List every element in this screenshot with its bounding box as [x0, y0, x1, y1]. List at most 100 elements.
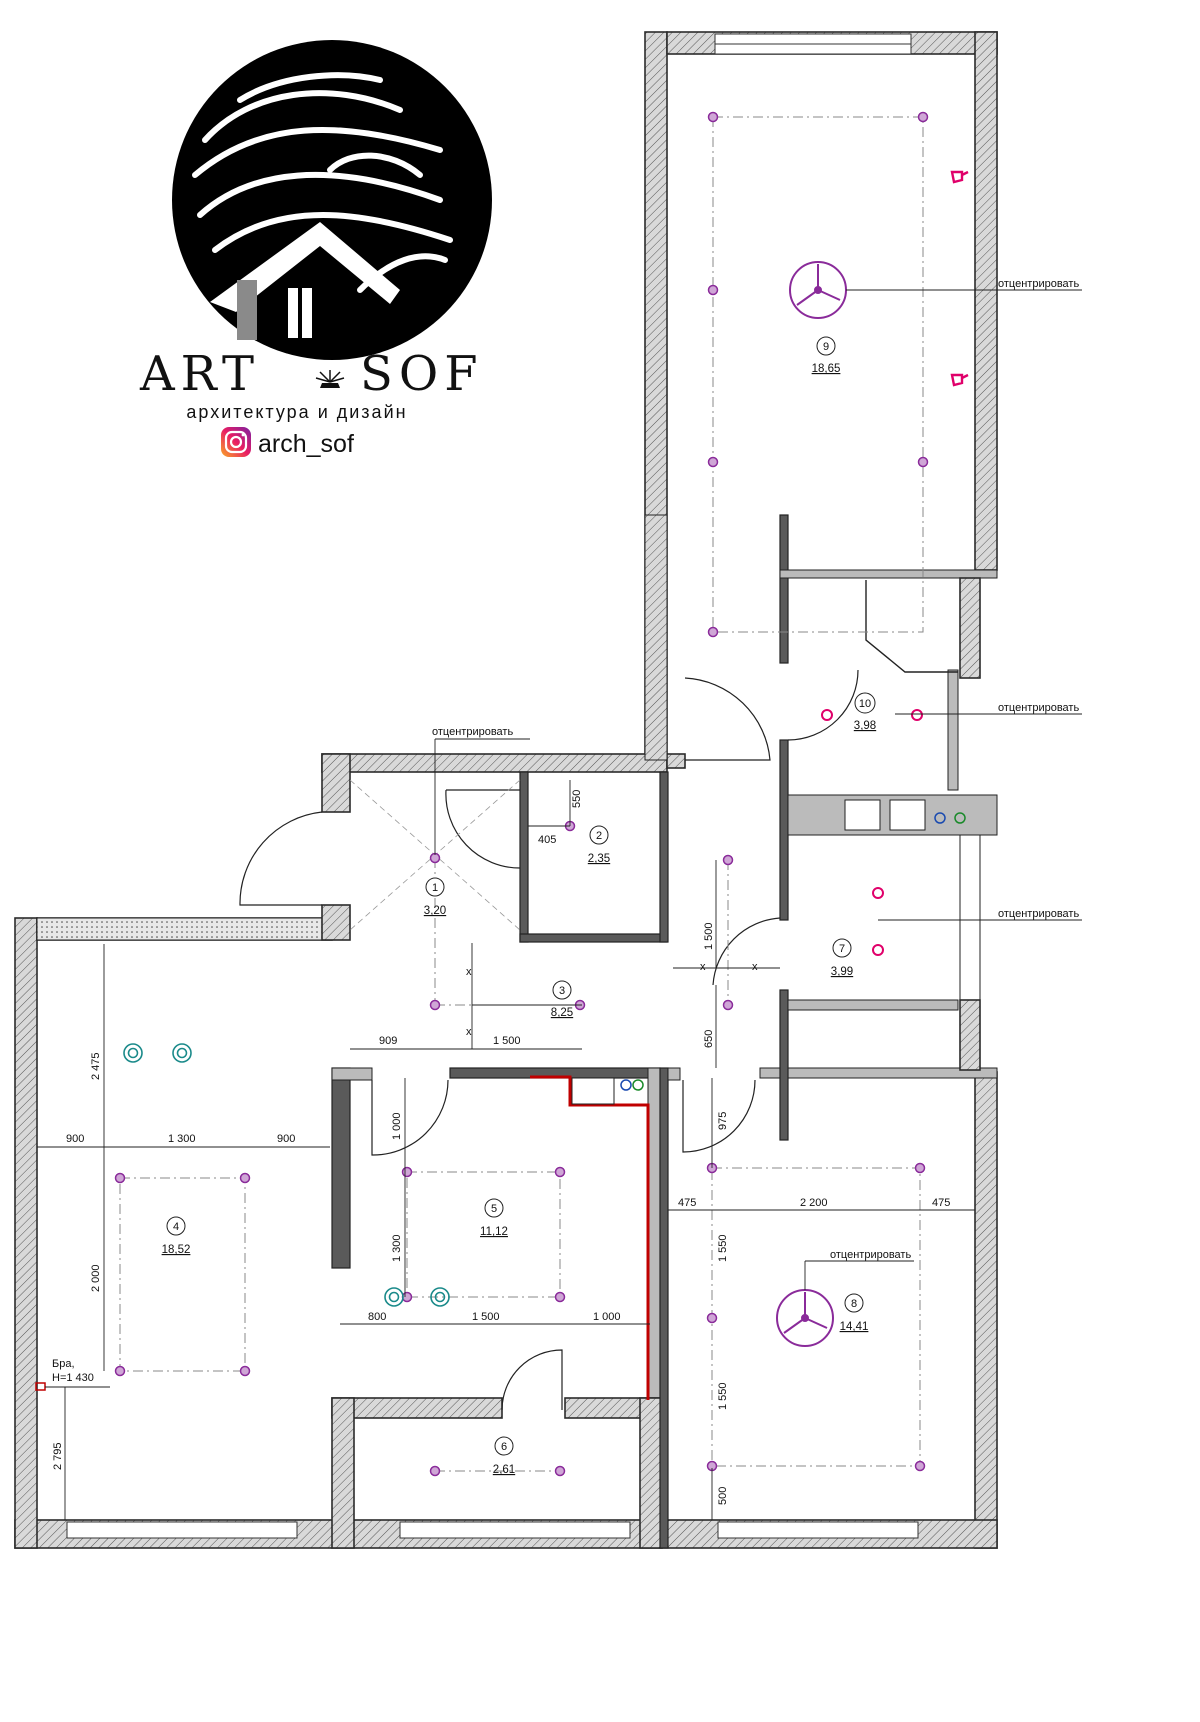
svg-text:475: 475 — [932, 1197, 950, 1209]
logo-chimney — [237, 280, 257, 340]
room-tag-3: 3 8,25 — [551, 980, 573, 1019]
svg-text:2,61: 2,61 — [493, 1464, 515, 1476]
svg-text:x: x — [466, 1026, 472, 1038]
spot-light-icon — [722, 999, 734, 1011]
svg-text:2,35: 2,35 — [588, 853, 610, 865]
svg-text:4: 4 — [173, 1221, 179, 1233]
logo-name-right: SOF — [360, 346, 484, 402]
sink — [571, 1077, 615, 1105]
wet-zone-light-icon — [911, 709, 923, 721]
spot-light-icon — [429, 1465, 441, 1477]
spot-light-icon — [239, 1365, 251, 1377]
room-tags: 1 3,20 2 2,35 3 8,25 4 18,52 5 11,12 6 2… — [162, 336, 876, 1476]
spot-light-icon — [554, 1291, 566, 1303]
logo-roof — [210, 222, 400, 312]
room-tag-2: 2 2,35 — [588, 825, 610, 865]
chandelier-icon — [776, 1289, 834, 1347]
spot-light-icon — [707, 111, 719, 123]
logo-name-left: ART — [139, 346, 260, 402]
spot-light-icon — [914, 1162, 926, 1174]
room-tag-6: 6 2,61 — [493, 1436, 515, 1476]
doors — [239, 669, 859, 1411]
room-tag-7: 7 3,99 — [831, 938, 853, 978]
svg-text:18,65: 18,65 — [812, 363, 841, 375]
spot-light-icon — [917, 111, 929, 123]
center-note: отцентрировать — [830, 1249, 911, 1261]
svg-text:2 475: 2 475 — [90, 1052, 102, 1080]
spot-light-icon — [707, 456, 719, 468]
window — [717, 1521, 919, 1539]
spot-light-icon — [914, 1460, 926, 1472]
svg-text:900: 900 — [277, 1133, 295, 1145]
svg-text:6: 6 — [501, 1441, 507, 1453]
room-tag-9: 9 18,65 — [812, 336, 841, 375]
svg-text:1 000: 1 000 — [391, 1112, 403, 1140]
ceiling-lights — [35, 111, 969, 1477]
logo-sun-icon — [315, 370, 345, 388]
svg-text:2: 2 — [596, 830, 602, 842]
logo-wood-grain — [192, 72, 453, 293]
spot-light-icon — [917, 456, 929, 468]
svg-text:1 500: 1 500 — [493, 1035, 521, 1047]
svg-text:8: 8 — [851, 1298, 857, 1310]
svg-text:900: 900 — [66, 1133, 84, 1145]
svg-text:1 300: 1 300 — [168, 1133, 196, 1145]
dimension-labels: 550 405 909 1 500 1 500 650 x x x x 2 47… — [52, 790, 950, 1505]
wall-sconce-icon — [35, 1382, 46, 1391]
svg-text:1: 1 — [432, 882, 438, 894]
svg-text:10: 10 — [859, 698, 871, 710]
svg-text:x: x — [752, 961, 758, 973]
svg-text:11,12: 11,12 — [480, 1226, 508, 1238]
svg-text:5: 5 — [491, 1203, 497, 1215]
svg-text:3,99: 3,99 — [831, 966, 853, 978]
svg-text:650: 650 — [703, 1030, 715, 1048]
svg-text:975: 975 — [717, 1112, 729, 1130]
svg-text:475: 475 — [678, 1197, 696, 1209]
room-tag-8: 8 14,41 — [840, 1293, 868, 1333]
svg-text:3: 3 — [559, 985, 565, 997]
wall-sconce-icon — [950, 170, 969, 184]
svg-text:x: x — [700, 961, 706, 973]
dimension-lines — [37, 780, 975, 1520]
spot-light-icon — [722, 854, 734, 866]
svg-text:1 500: 1 500 — [703, 922, 715, 950]
svg-text:1 550: 1 550 — [717, 1234, 729, 1262]
room-tag-1: 1 3,20 — [424, 877, 446, 917]
svg-text:1 550: 1 550 — [717, 1382, 729, 1410]
svg-text:2 000: 2 000 — [90, 1264, 102, 1292]
svg-text:800: 800 — [368, 1311, 386, 1323]
svg-text:3,20: 3,20 — [424, 905, 446, 917]
spot-light-icon — [401, 1166, 413, 1178]
instagram-handle: arch_sof — [258, 430, 354, 458]
logo: ART SOF архитектура и дизайн arch_sof — [139, 40, 492, 458]
svg-text:7: 7 — [839, 943, 845, 955]
room-tag-10: 10 3,98 — [854, 692, 876, 732]
svg-text:1 300: 1 300 — [391, 1234, 403, 1262]
leader-lines — [45, 289, 1082, 1388]
annotations: отцентрировать отцентрировать отцентриро… — [52, 278, 1079, 1384]
spot-light-icon — [114, 1172, 126, 1184]
svg-text:2 200: 2 200 — [800, 1197, 828, 1209]
kitchen-counter-line — [530, 1075, 650, 1400]
chandelier-icon — [789, 261, 847, 319]
svg-text:18,52: 18,52 — [162, 1244, 191, 1256]
logo-tagline: архитектура и дизайн — [186, 402, 407, 422]
svg-text:550: 550 — [571, 790, 583, 808]
wet-zone-light-icon — [821, 709, 833, 721]
wet-zone-light-icon — [872, 887, 884, 899]
sconce-height-note: H=1 430 — [52, 1372, 94, 1384]
svg-text:1 000: 1 000 — [593, 1311, 621, 1323]
svg-text:9: 9 — [823, 341, 829, 353]
spot-light-icon — [706, 1312, 718, 1324]
spot-light-icon — [707, 626, 719, 638]
spot-light-icon — [401, 1291, 413, 1303]
interior-walls — [331, 514, 998, 1549]
svg-text:500: 500 — [717, 1487, 729, 1505]
wall-sconce-icon — [950, 373, 969, 387]
center-note: отцентрировать — [998, 908, 1079, 920]
center-note: отцентрировать — [432, 726, 513, 738]
spot-light-icon — [239, 1172, 251, 1184]
svg-text:909: 909 — [379, 1035, 397, 1047]
center-note: отцентрировать — [998, 278, 1079, 290]
pendant-light-icon — [123, 1043, 450, 1307]
